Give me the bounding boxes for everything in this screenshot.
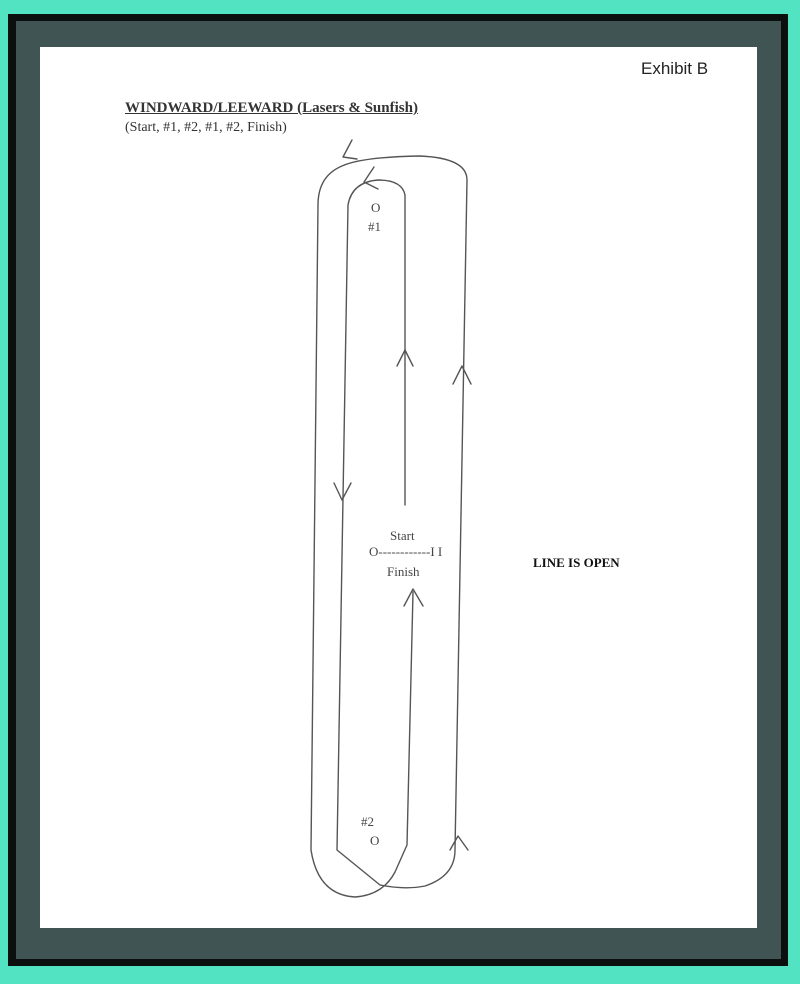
page-title: WINDWARD/LEEWARD (Lasers & Sunfish) [125,100,418,116]
line-status-note: LINE IS OPEN [533,555,620,570]
course-path [310,155,468,898]
document-page: Exhibit B WINDWARD/LEEWARD (Lasers & Sun… [40,47,757,928]
arrow-icon-down [333,482,352,501]
arrow-icon-left [342,139,358,160]
arrow-icon-up [396,349,414,367]
arrow-icon-up [449,835,469,851]
exhibit-label: Exhibit B [641,59,709,78]
mark2-label: #2 [361,814,374,829]
arrow-icon-up [452,365,472,385]
arrow-icon-up [403,588,424,607]
course-sequence: (Start, #1, #2, #1, #2, Finish) [125,120,287,135]
start-finish-line: O------------I I [369,544,443,559]
mark1-symbol: O [371,200,381,215]
start-label: Start [390,528,415,543]
mark2-symbol: O [370,833,380,848]
course-diagram [310,139,472,898]
mark1-label: #1 [368,219,381,234]
finish-label: Finish [387,564,420,579]
arrow-icon-left [363,166,379,190]
